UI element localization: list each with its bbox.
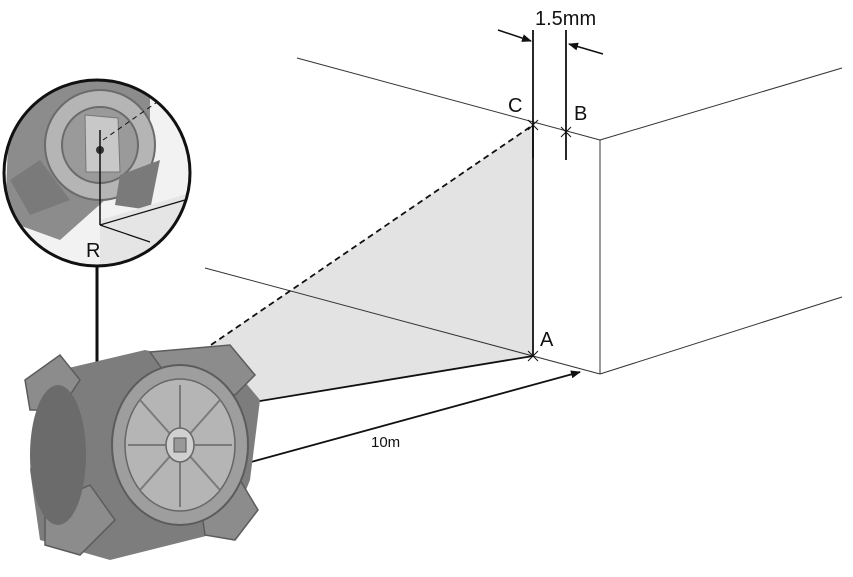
point-c-label: C bbox=[508, 95, 522, 117]
upper-reference-line bbox=[297, 58, 600, 140]
distance-label: 10m bbox=[371, 434, 400, 451]
point-a-label: A bbox=[540, 329, 554, 351]
offset-arrow-right bbox=[569, 44, 603, 54]
laser-level-device bbox=[25, 345, 260, 560]
pivot-r-label: R bbox=[86, 240, 100, 262]
point-b-label: B bbox=[574, 103, 587, 125]
offset-arrow-left bbox=[498, 30, 531, 41]
offset-label: 1.5mm bbox=[535, 8, 596, 30]
wall bbox=[600, 68, 842, 374]
